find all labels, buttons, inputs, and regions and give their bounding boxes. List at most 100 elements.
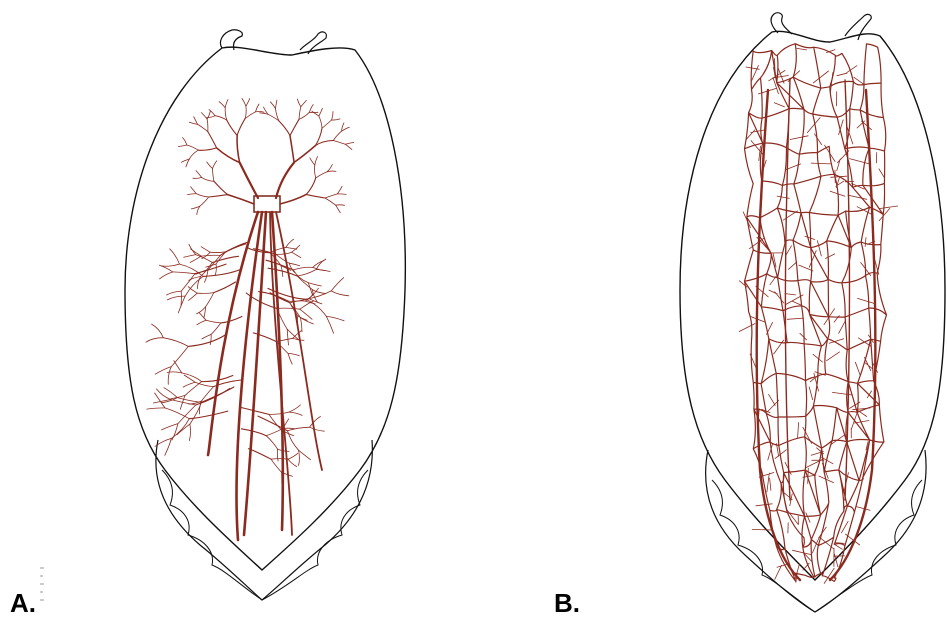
vessel-branch — [184, 375, 195, 382]
vessel-branch — [196, 171, 202, 178]
vessel-branch — [256, 104, 260, 112]
vessel-branch — [288, 427, 310, 431]
vessel-branch — [242, 99, 246, 107]
vessel-branch — [325, 198, 336, 205]
vessel-branch — [306, 194, 325, 198]
vessel-branch — [325, 194, 337, 198]
vessel-branch — [316, 172, 327, 178]
vessel-branch — [301, 100, 307, 106]
vessel-branch — [189, 424, 190, 441]
vessel-branch — [331, 278, 344, 291]
vessel-branch — [200, 197, 209, 206]
vessel-branch — [191, 187, 197, 194]
vessel-branch — [185, 382, 202, 396]
panel-a-illustration — [125, 30, 405, 600]
vessel-branch — [282, 428, 294, 429]
panel-a-body-outline — [125, 47, 405, 570]
vessel-branch — [286, 239, 294, 247]
vessel-branch — [310, 417, 321, 428]
vessel-branch — [326, 316, 344, 320]
vessel-branch — [337, 186, 342, 194]
vessel-branch — [197, 307, 206, 314]
vessel-branch — [314, 165, 315, 178]
vessel-branch — [269, 412, 289, 414]
vessel-branch — [165, 438, 172, 455]
vessel-branch — [292, 252, 301, 258]
vessel-branch — [322, 120, 332, 128]
vessel-branch — [241, 429, 266, 436]
vessel-branch — [301, 318, 303, 332]
vessel-branch — [280, 194, 306, 204]
vessel-branch — [187, 145, 199, 150]
vessel-branch — [152, 324, 164, 338]
vessel-branch — [210, 252, 226, 253]
vessel-branch — [288, 453, 298, 459]
vessel-branch — [276, 162, 294, 198]
vessel-branch — [208, 132, 217, 148]
vessel-branch — [327, 171, 336, 172]
vessel-branch — [306, 178, 316, 195]
vessel-branch — [299, 107, 301, 120]
panel-a-label: A. — [10, 588, 36, 619]
vessel-branch — [221, 317, 242, 323]
vessel-branch — [271, 459, 282, 472]
panel-a-vessels — [146, 99, 354, 541]
vessel-branch — [342, 127, 350, 131]
vessel-branch — [312, 111, 319, 116]
vessel-branch — [170, 249, 180, 264]
vessel-branch — [162, 424, 178, 430]
vessel-branch — [183, 382, 195, 387]
vessel-branch — [214, 282, 236, 293]
vessel-branch — [213, 169, 215, 182]
vessel-branch — [216, 252, 226, 264]
vessel-branch — [209, 195, 228, 197]
vessel-branch — [240, 163, 258, 199]
scale-ticks — [40, 568, 44, 600]
vessel-branch — [319, 108, 323, 116]
panel-b-vessel-network — [739, 44, 898, 584]
vessel-branch — [202, 177, 214, 181]
vessel-branch — [168, 367, 171, 385]
vessel-branch — [173, 272, 195, 274]
vessel-branch — [178, 145, 186, 147]
vessel-branch — [207, 119, 208, 132]
vessel-branch — [241, 407, 270, 414]
vessel-branch — [174, 361, 182, 373]
vessel-branch — [266, 436, 277, 449]
vessel-branch — [171, 346, 188, 366]
vessel-branch — [226, 243, 247, 252]
vessel-branch — [190, 256, 201, 262]
panel-b-lower-rim — [706, 450, 926, 612]
vessel-branch — [299, 450, 311, 459]
vessel-branch — [276, 100, 277, 108]
vessel-branch — [300, 301, 314, 309]
vessel-branch — [249, 449, 272, 460]
vessel-branch — [316, 269, 330, 271]
vessel-branch — [225, 100, 228, 108]
vessel-branch — [202, 113, 208, 119]
vessel-branch — [165, 408, 189, 419]
vessel-branch — [188, 194, 197, 195]
vessel-branch — [181, 274, 195, 291]
vessel-branch — [289, 412, 302, 415]
vessel-branch — [215, 264, 216, 275]
vessel-branch — [177, 424, 190, 435]
vessel-branch — [319, 116, 322, 128]
vessel-branch — [217, 148, 240, 163]
vessel-branch — [298, 316, 307, 320]
vessel-branch — [215, 116, 227, 120]
vessel-branch — [266, 429, 282, 436]
vessel-trunk — [237, 212, 262, 540]
vessel-branch — [309, 105, 313, 113]
vessel-branch — [279, 121, 290, 136]
vessel-branch — [333, 141, 345, 145]
vessel-branch — [245, 106, 246, 119]
vessel-branch — [198, 148, 216, 150]
vessel-branch — [211, 323, 221, 335]
vessel-branch — [288, 353, 299, 355]
vessel-branch — [160, 272, 173, 279]
vessel-branch — [289, 405, 301, 412]
panel-b-right-antenna — [845, 14, 871, 40]
vessel-branch — [332, 119, 340, 120]
vessel-branch — [331, 291, 349, 296]
